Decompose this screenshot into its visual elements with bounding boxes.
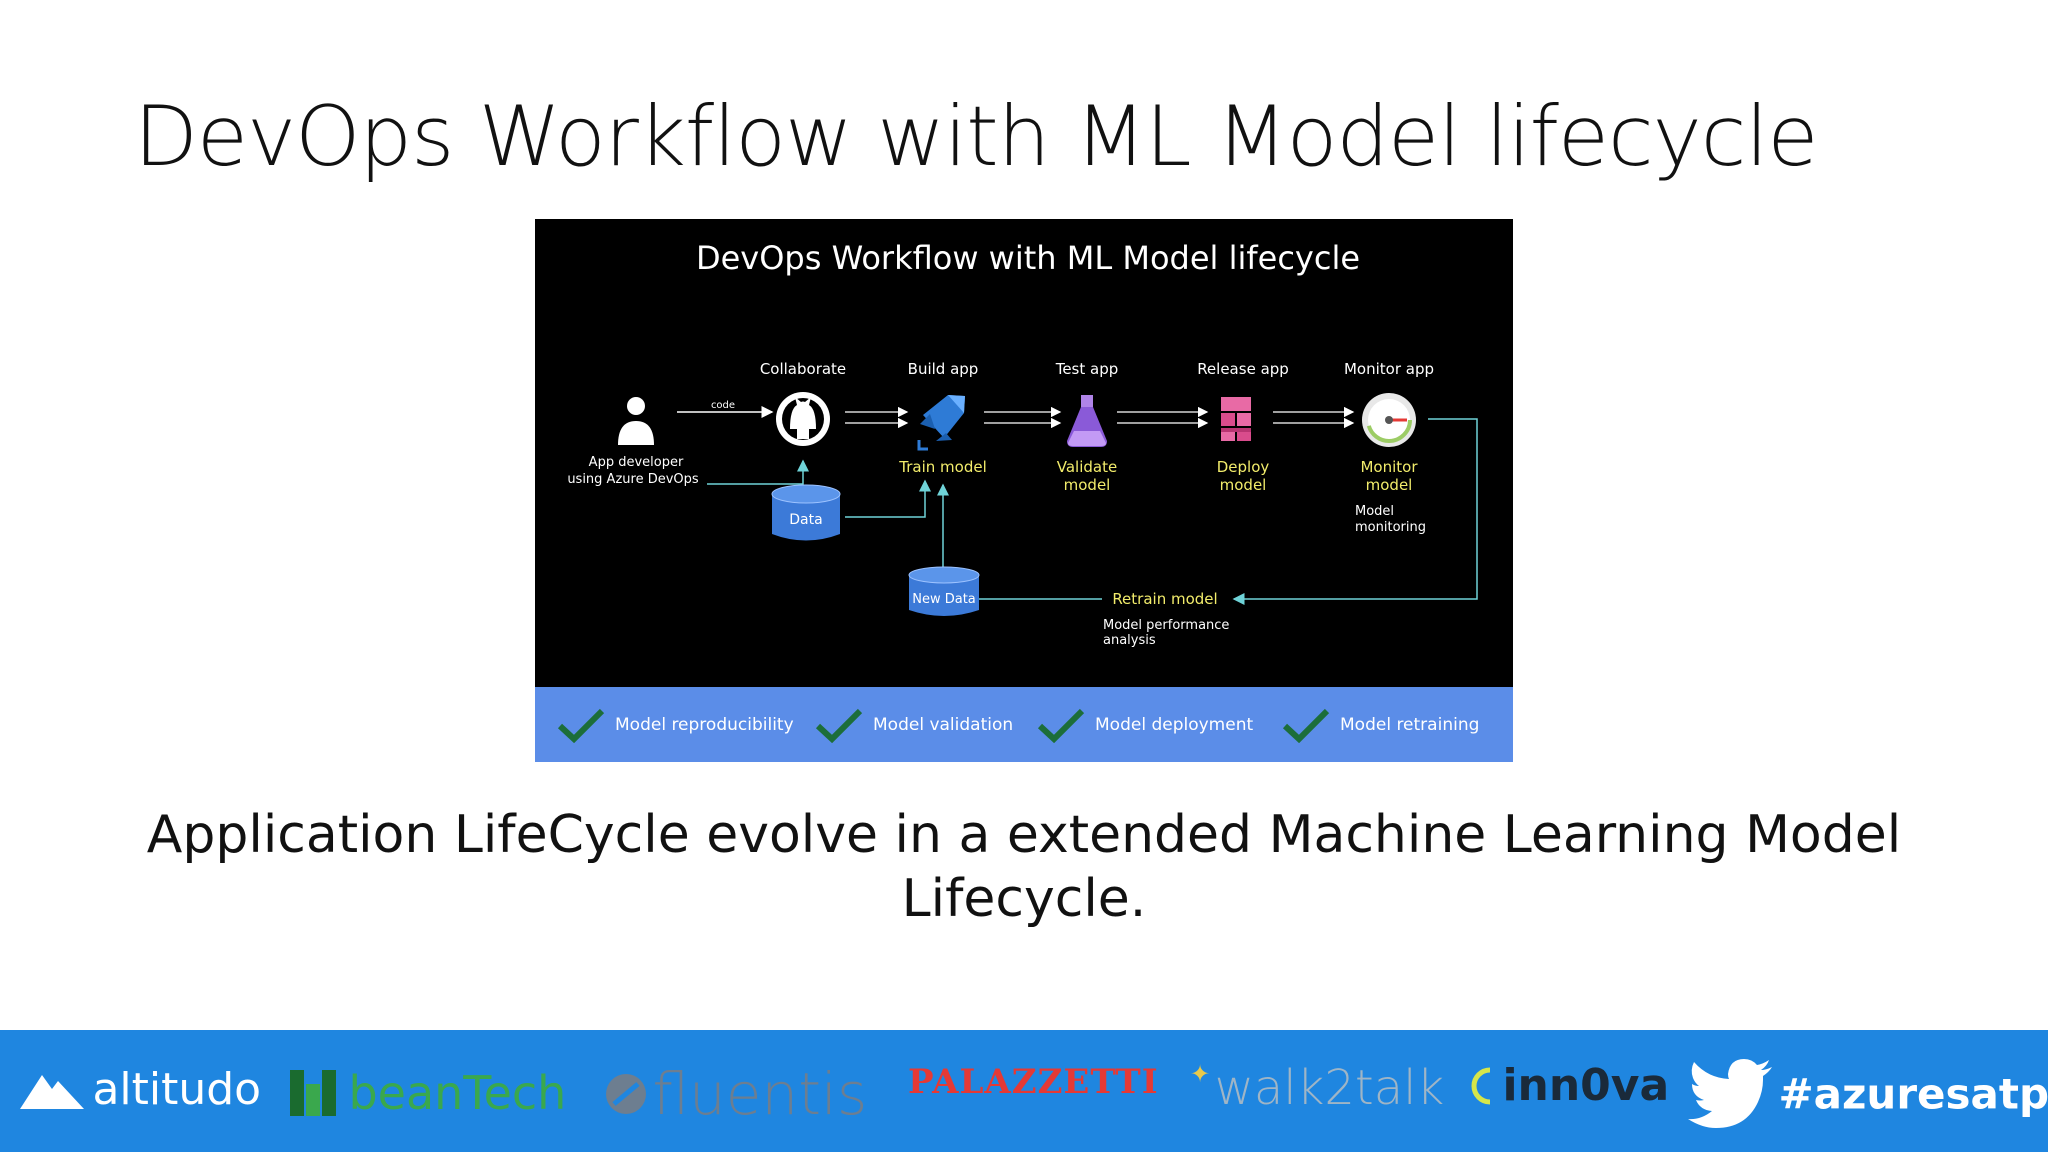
new-data-store-icon <box>908 566 980 616</box>
stage-label-collaborate: Collaborate <box>760 360 846 378</box>
data-connectors <box>707 418 1478 605</box>
caption-line2: Lifecycle. <box>901 869 1147 929</box>
check-item-reproducibility: Model reproducibility <box>557 687 794 762</box>
workflow-diagram-canvas: DevOps Workflow with ML Model lifecycle … <box>567 239 1478 648</box>
beantech-logo: beanTech <box>290 1066 566 1120</box>
walk2talk-logo: ✦ walk2talk <box>1190 1060 1445 1116</box>
github-icon <box>776 392 830 446</box>
stage-sub-monitor-line1: Monitor <box>1360 458 1418 476</box>
retrain-label: Retrain model <box>1112 590 1217 608</box>
check-label: Model validation <box>873 714 1014 735</box>
data-label: Data <box>789 512 822 528</box>
sponsor-footer: altitudo beanTech fluentis PALAZZETTI ✦ … <box>0 1030 2048 1152</box>
innova-logo: inn0va <box>1470 1060 1669 1111</box>
pipelines-icon <box>917 395 965 451</box>
stage-sub-release-line1: Deploy <box>1217 458 1270 476</box>
palazzetti-logo: PALAZZETTI <box>908 1062 1159 1102</box>
sparkle-icon: ✦ <box>1190 1061 1211 1088</box>
checkmark-icon <box>815 708 863 743</box>
slide-title: DevOps Workflow with ML Model lifecycle <box>134 88 1818 185</box>
slide-caption: Application LifeCycle evolve in a extend… <box>0 803 2048 931</box>
check-item-deployment: Model deployment <box>1037 687 1253 762</box>
gauge-icon <box>1362 393 1416 447</box>
stage-label-monitor: Monitor app <box>1344 360 1434 378</box>
twitter-hashtag[interactable]: #azuresatpn <box>1686 1058 2048 1130</box>
monitoring-note-line1: Model <box>1355 504 1394 519</box>
checkmark-icon <box>1282 708 1330 743</box>
caption-line1: Application LifeCycle evolve in a extend… <box>146 805 1902 865</box>
fluentis-mark-icon <box>606 1074 646 1114</box>
checkmark-icon <box>1037 708 1085 743</box>
innova-mark-icon <box>1471 1067 1491 1104</box>
hashtag-label: #azuresatpn <box>1778 1069 2048 1119</box>
beantech-mark-icon <box>290 1070 336 1116</box>
code-label: code <box>711 400 735 411</box>
monitoring-note-line2: monitoring <box>1355 520 1426 535</box>
release-icon <box>1221 397 1251 441</box>
stage-sub-test-line2: model <box>1064 476 1111 494</box>
stage-sub-release-line2: model <box>1220 476 1267 494</box>
developer-label-line1: App developer <box>589 455 684 470</box>
analysis-line2: analysis <box>1103 633 1156 648</box>
stage-label-release: Release app <box>1197 360 1289 378</box>
stage-sub-test-line1: Validate <box>1057 458 1117 476</box>
check-label: Model reproducibility <box>615 714 794 735</box>
workflow-diagram: DevOps Workflow with ML Model lifecycle … <box>535 219 1513 762</box>
check-label: Model retraining <box>1340 714 1480 735</box>
stage-sub-monitor-line2: model <box>1366 476 1413 494</box>
altitudo-logo: altitudo <box>18 1064 261 1115</box>
checkmark-icon <box>557 708 605 743</box>
analysis-line1: Model performance <box>1103 618 1229 633</box>
fluentis-logo: fluentis <box>604 1060 867 1128</box>
diagram-title: DevOps Workflow with ML Model lifecycle <box>696 239 1360 277</box>
mountain-icon <box>20 1074 84 1109</box>
flow-arrows <box>845 406 1355 429</box>
twitter-icon <box>1688 1059 1772 1128</box>
check-item-validation: Model validation <box>815 687 1013 762</box>
person-icon <box>618 397 654 445</box>
check-item-retraining: Model retraining <box>1282 687 1479 762</box>
new-data-label: New Data <box>912 592 976 607</box>
capabilities-bar: Model reproducibility Model validation M… <box>535 687 1513 762</box>
check-label: Model deployment <box>1095 714 1254 735</box>
developer-label-line2: using Azure DevOps <box>567 472 699 487</box>
stage-label-test: Test app <box>1055 360 1119 378</box>
stage-label-build: Build app <box>908 360 979 378</box>
data-store-icon <box>771 484 841 541</box>
flask-icon <box>1067 395 1107 447</box>
stage-sub-build: Train model <box>898 458 986 476</box>
